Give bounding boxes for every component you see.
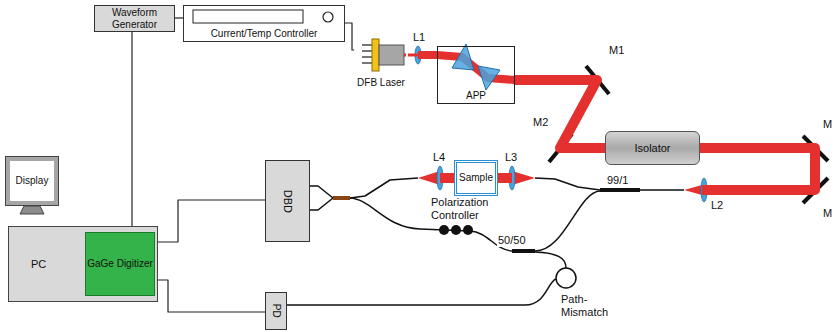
part-label: L4 [432, 151, 446, 164]
part-label: L3 [504, 151, 518, 164]
laser-node: DFB Laser [354, 38, 408, 88]
connector-segment [700, 148, 815, 190]
photodiode-box: PD [265, 292, 287, 330]
connector-segment [333, 196, 350, 200]
sample-cell: Sample [454, 160, 498, 196]
connector-segment [440, 173, 454, 183]
node-label: Display [10, 161, 54, 201]
prism-pair-box: APP [437, 46, 515, 104]
isolator-box: Isolator [605, 131, 700, 165]
optical-fiber [535, 191, 600, 251]
beam-cone [512, 171, 535, 185]
beam-cone [684, 185, 702, 195]
part-label: M [822, 118, 833, 131]
node-label: PD [270, 304, 282, 318]
connector-line [155, 200, 265, 242]
connector-segment [131, 32, 132, 232]
connector-segment [498, 173, 512, 183]
laser-beam [408, 55, 437, 56]
connector-segment [345, 23, 354, 50]
node-label: DFB Laser [357, 77, 405, 89]
node-label: APP [466, 90, 486, 102]
connector-line [175, 18, 183, 19]
controller-box: Current/Temp Controller [183, 5, 345, 42]
detector-box: DBD [265, 160, 310, 242]
part-label: L1 [412, 31, 426, 44]
connector-segment [418, 51, 437, 59]
polarization-paddle [463, 225, 473, 235]
connector-line [345, 23, 354, 50]
node-label: Waveform Generator [95, 7, 174, 30]
node-label: Current/Temp Controller [211, 28, 318, 40]
polarization-paddle [439, 225, 449, 235]
part-label: Polarization Controller [430, 196, 514, 221]
controller-knob [323, 12, 333, 22]
monitor: Display [5, 156, 59, 206]
optical-fiber [535, 252, 566, 268]
instrument-box: Waveform Generator [94, 5, 175, 32]
dfb-laser-symbol [362, 39, 406, 71]
prism [452, 44, 474, 70]
controller-display [193, 10, 303, 23]
prism [478, 66, 500, 90]
monitor-stand [20, 206, 44, 214]
node-label: Isolator [634, 142, 670, 155]
connector-segment [515, 80, 605, 148]
connector-segment [175, 17, 183, 18]
connector-segment [408, 54, 418, 57]
digitizer-card: GaGe Digitizer [85, 232, 155, 296]
laser-beam [310, 178, 454, 198]
node-label: Sample [459, 172, 493, 184]
part-label: 50/50 [497, 234, 527, 247]
connector-line [155, 280, 265, 312]
connector-segment [155, 200, 265, 242]
part-label: Path-Mismatch [560, 293, 620, 318]
node-label: PC [31, 258, 46, 271]
optical-fiber [287, 279, 556, 305]
laser-beam [515, 80, 605, 148]
optical-fiber [310, 198, 333, 210]
computer-box: PC GaGe Digitizer [8, 226, 158, 302]
beam-in-app [437, 55, 515, 80]
node-label: DBD [281, 189, 294, 212]
part-label: M2 [532, 116, 549, 129]
part-label: M1 [608, 44, 625, 57]
connector-segment [350, 178, 418, 198]
connector-line [132, 32, 133, 232]
part-label: M [822, 207, 833, 220]
node-label: GaGe Digitizer [87, 258, 153, 270]
polarization-paddle [451, 225, 461, 235]
part-label: 99/1 [606, 174, 629, 187]
connector-segment [310, 186, 333, 198]
part-label: L2 [710, 199, 724, 212]
fiber-loop [556, 268, 576, 288]
fiber-coupler [512, 249, 535, 253]
connector-segment [155, 280, 265, 312]
